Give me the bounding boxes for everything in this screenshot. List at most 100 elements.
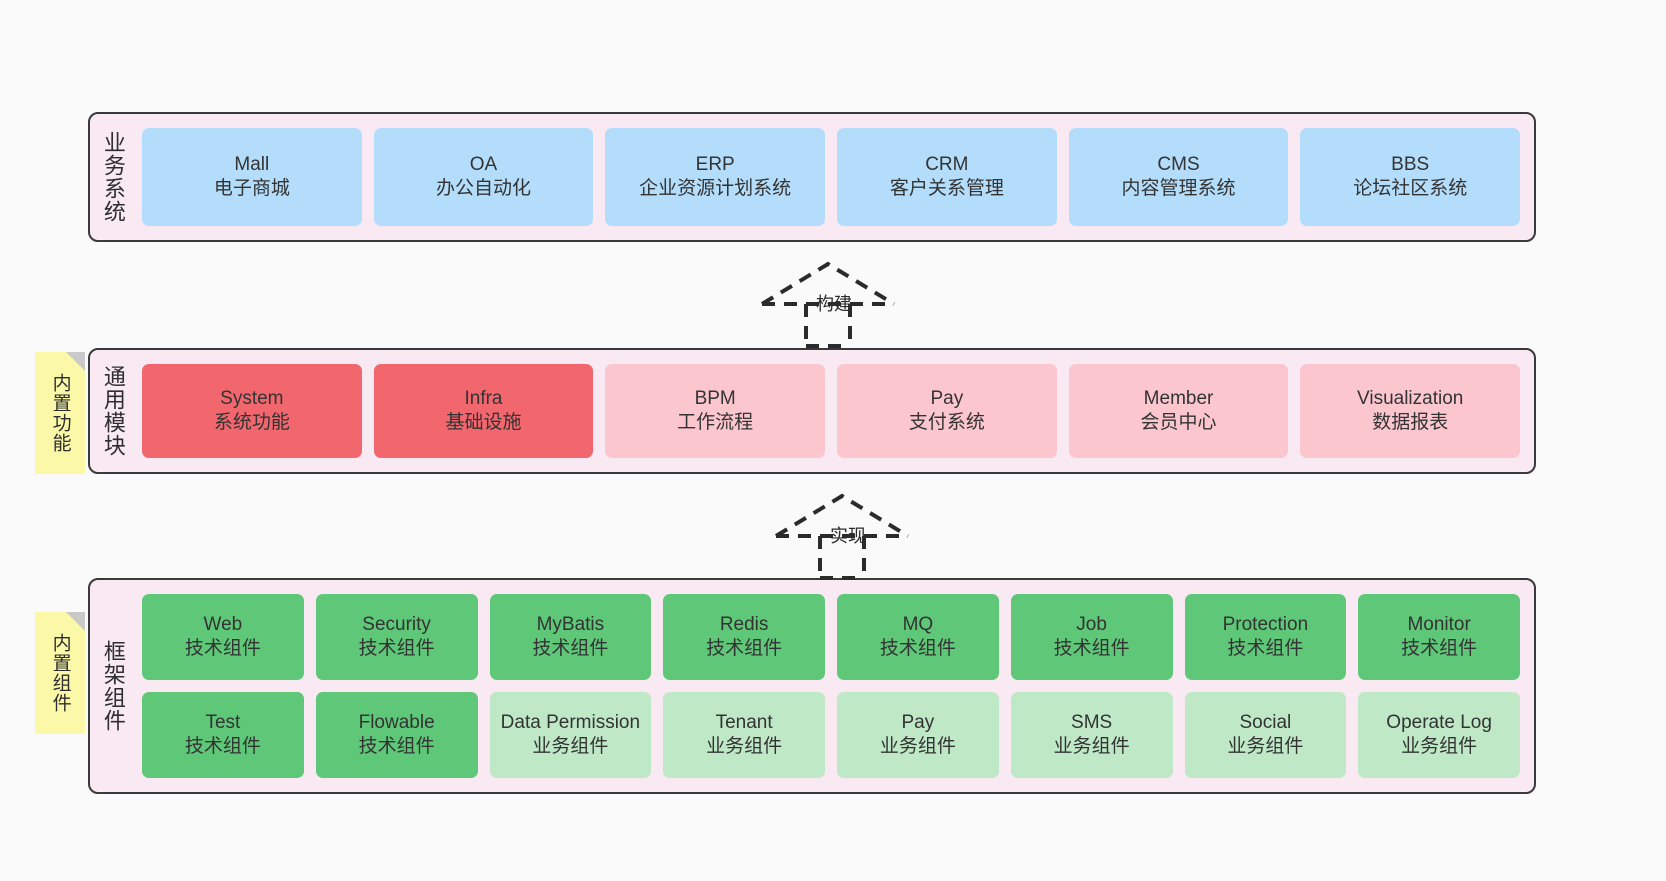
component-card-redis[interactable]: Redis 技术组件 — [663, 594, 825, 680]
layer-title-business-system: 业务系统 — [100, 131, 126, 223]
component-card-sms[interactable]: SMS 业务组件 — [1010, 692, 1173, 778]
component-name: Web — [203, 613, 243, 635]
module-name: Member — [1143, 387, 1214, 409]
module-desc: 系统功能 — [213, 412, 290, 433]
component-card-social[interactable]: Social 业务组件 — [1184, 692, 1347, 778]
module-desc: 客户关系管理 — [889, 178, 1004, 199]
module-card-infra[interactable]: Infra 基础设施 — [373, 364, 594, 458]
module-card-member[interactable]: Member 会员中心 — [1068, 364, 1289, 458]
module-name: ERP — [695, 153, 735, 175]
layer-cards-business-system: Mall 电子商城 OA 办公自动化 ERP 企业资源计划系统 CRM 客户关系… — [136, 114, 1534, 240]
component-name: Operate Log — [1386, 711, 1492, 733]
module-card-erp[interactable]: ERP 企业资源计划系统 — [605, 128, 826, 226]
component-name: Redis — [719, 613, 769, 635]
component-card-pay[interactable]: Pay 业务组件 — [837, 692, 999, 778]
component-card-operate-log[interactable]: Operate Log 业务组件 — [1358, 692, 1520, 778]
module-name: BPM — [694, 387, 736, 409]
connector-build: 构建 — [758, 258, 906, 348]
module-card-system[interactable]: System 系统功能 — [142, 364, 362, 458]
component-name: Pay — [901, 711, 935, 733]
module-card-mall[interactable]: Mall 电子商城 — [142, 128, 362, 226]
generalization-arrow-icon — [760, 261, 896, 348]
module-desc: 数据报表 — [1372, 412, 1449, 433]
card-row: Mall 电子商城 OA 办公自动化 ERP 企业资源计划系统 CRM 客户关系… — [142, 128, 1521, 226]
component-desc: 技术组件 — [706, 638, 783, 659]
connector-build-label: 构建 — [816, 294, 852, 314]
component-card-mq[interactable]: MQ 技术组件 — [837, 594, 999, 680]
component-desc: 业务组件 — [1401, 736, 1478, 757]
component-card-protection[interactable]: Protection 技术组件 — [1184, 594, 1347, 680]
module-desc: 基础设施 — [445, 412, 522, 433]
component-name: Job — [1076, 613, 1107, 635]
module-card-crm[interactable]: CRM 客户关系管理 — [837, 128, 1057, 226]
component-desc: 技术组件 — [184, 736, 261, 757]
module-desc: 论坛社区系统 — [1353, 178, 1468, 199]
module-name: Infra — [464, 387, 503, 409]
component-name: SMS — [1071, 711, 1113, 733]
component-card-web[interactable]: Web 技术组件 — [142, 594, 304, 680]
module-name: Pay — [930, 387, 964, 409]
component-name: MQ — [902, 613, 934, 635]
module-name: Mall — [234, 153, 270, 175]
component-name: Security — [362, 613, 431, 635]
layer-business-system: 业务系统 Mall 电子商城 OA 办公自动化 ERP 企业资源计划系统 CRM… — [88, 112, 1536, 242]
connector-implement-label: 实现 — [830, 526, 866, 546]
module-desc: 支付系统 — [908, 412, 985, 433]
component-name: Social — [1239, 711, 1292, 733]
component-desc: 业务组件 — [879, 736, 956, 757]
module-desc: 会员中心 — [1140, 412, 1217, 433]
layer-cards-framework-component: Web 技术组件 Security 技术组件 MyBatis 技术组件 Redi… — [136, 580, 1534, 792]
module-desc: 内容管理系统 — [1121, 178, 1236, 199]
card-row: System 系统功能 Infra 基础设施 BPM 工作流程 Pay 支付系统… — [142, 364, 1521, 458]
component-card-test[interactable]: Test 技术组件 — [142, 692, 304, 778]
component-name: Data Permission — [500, 711, 641, 733]
component-card-mybatis[interactable]: MyBatis 技术组件 — [489, 594, 652, 680]
generalization-arrow-icon — [774, 493, 910, 580]
connector-implement: 实现 — [772, 490, 920, 580]
component-desc: 技术组件 — [879, 638, 956, 659]
component-desc: 业务组件 — [706, 736, 783, 757]
note-label: 内置功能 — [49, 373, 71, 453]
component-name: Tenant — [715, 711, 773, 733]
component-name: MyBatis — [536, 613, 605, 635]
module-card-visualization[interactable]: Visualization 数据报表 — [1300, 364, 1521, 458]
component-card-monitor[interactable]: Monitor 技术组件 — [1358, 594, 1520, 680]
component-desc: 技术组件 — [532, 638, 609, 659]
component-name: Monitor — [1407, 613, 1471, 635]
module-card-bpm[interactable]: BPM 工作流程 — [605, 364, 826, 458]
component-desc: 技术组件 — [1401, 638, 1478, 659]
module-name: Visualization — [1357, 387, 1464, 409]
component-desc: 业务组件 — [1053, 736, 1130, 757]
note-label: 内置组件 — [49, 633, 71, 713]
note-builtin-function: 内置功能 — [35, 352, 85, 474]
component-desc: 技术组件 — [358, 638, 435, 659]
module-name: System — [220, 387, 284, 409]
module-card-pay[interactable]: Pay 支付系统 — [837, 364, 1057, 458]
component-name: Flowable — [358, 711, 435, 733]
component-desc: 业务组件 — [1227, 736, 1304, 757]
component-card-flowable[interactable]: Flowable 技术组件 — [315, 692, 478, 778]
component-desc: 技术组件 — [1227, 638, 1304, 659]
component-card-job[interactable]: Job 技术组件 — [1010, 594, 1173, 680]
component-card-tenant[interactable]: Tenant 业务组件 — [663, 692, 825, 778]
component-desc: 技术组件 — [358, 736, 435, 757]
module-desc: 电子商城 — [213, 178, 290, 199]
component-desc: 技术组件 — [1053, 638, 1130, 659]
component-card-data-permission[interactable]: Data Permission 业务组件 — [489, 692, 652, 778]
card-row: Test 技术组件 Flowable 技术组件 Data Permission … — [142, 692, 1520, 778]
layer-cards-common-module: System 系统功能 Infra 基础设施 BPM 工作流程 Pay 支付系统… — [136, 350, 1534, 472]
module-card-oa[interactable]: OA 办公自动化 — [373, 128, 594, 226]
module-card-cms[interactable]: CMS 内容管理系统 — [1068, 128, 1289, 226]
component-name: Test — [205, 711, 241, 733]
component-card-security[interactable]: Security 技术组件 — [315, 594, 478, 680]
layer-title-framework-component: 框架组件 — [100, 640, 126, 732]
layer-title-common-module: 通用模块 — [100, 365, 126, 457]
module-desc: 企业资源计划系统 — [639, 178, 792, 199]
module-desc: 工作流程 — [677, 412, 754, 433]
layer-common-module: 通用模块 System 系统功能 Infra 基础设施 BPM 工作流程 Pay… — [88, 348, 1536, 474]
module-card-bbs[interactable]: BBS 论坛社区系统 — [1300, 128, 1521, 226]
component-name: Protection — [1222, 613, 1309, 635]
layer-framework-component: 框架组件 Web 技术组件 Security 技术组件 MyBatis 技术组件… — [88, 578, 1536, 794]
card-row: Web 技术组件 Security 技术组件 MyBatis 技术组件 Redi… — [142, 594, 1520, 680]
module-name: OA — [469, 153, 498, 175]
